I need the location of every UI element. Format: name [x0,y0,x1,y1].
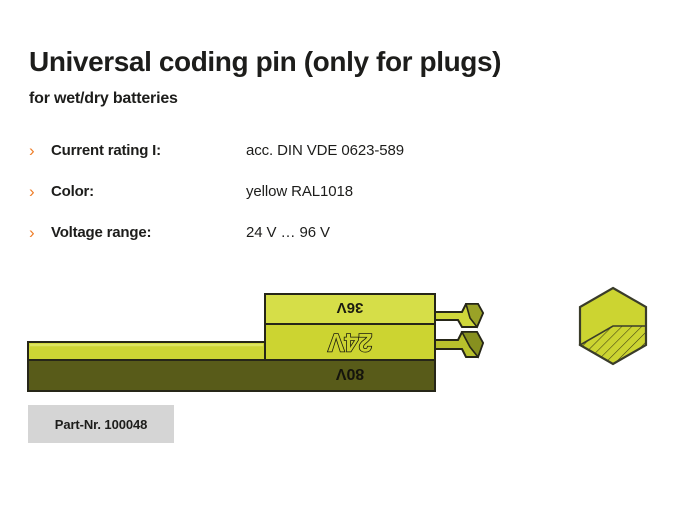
spec-row-current-rating: › Current rating I: acc. DIN VDE 0623-58… [29,130,469,171]
part-number-badge: Part-Nr. 100048 [28,405,174,443]
pin-band-80v [27,359,436,392]
spec-label-color: Color: [51,183,94,200]
chevron-right-icon: › [29,141,35,160]
spec-row-voltage-range: › Voltage range: 24 V … 96 V [29,212,469,253]
spec-value-current-rating: acc. DIN VDE 0623-589 [246,142,404,159]
spec-value-color: yellow RAL1018 [246,183,353,200]
pin-band-36v [264,293,436,325]
part-number-text: Part-Nr. 100048 [54,416,148,432]
spec-value-voltage-range: 24 V … 96 V [246,224,330,241]
page-title: Universal coding pin (only for plugs) [29,46,502,77]
spec-row-color: › Color: yellow RAL1018 [29,171,469,212]
specification-list: › Current rating I: acc. DIN VDE 0623-58… [29,130,469,253]
hexagon-hatch-border [578,325,647,365]
spec-label-current-rating: Current rating I: [51,142,161,159]
pin-latch-upper-shade [464,303,484,329]
pin-marking-80v: 80V [335,365,364,382]
pin-marking-36v: 36V [337,299,364,316]
hexagonal-cross-section [578,286,648,366]
chevron-right-icon: › [29,182,35,201]
spec-label-voltage-range: Voltage range: [51,224,152,241]
coding-pin-body: 36V 24V 80V [27,293,485,392]
page-subtitle: for wet/dry batteries [29,90,178,107]
chevron-right-icon: › [29,223,35,242]
product-illustration: 36V 24V 80V [0,255,674,395]
pin-marking-24v: 24V [327,328,372,356]
pin-latch-lower-shade [460,331,484,359]
